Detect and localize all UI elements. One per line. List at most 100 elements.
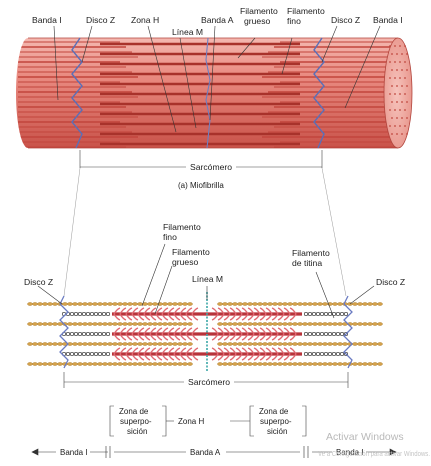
end-dot [404, 77, 406, 79]
titin-coil [336, 312, 339, 315]
label-filamento-fino-2: fino [287, 16, 301, 26]
actin-bead [307, 322, 312, 325]
actin-bead [302, 362, 307, 365]
actin-bead [357, 342, 362, 345]
actin-bead [302, 302, 307, 305]
actin-bead [317, 302, 322, 305]
actin-bead [312, 362, 317, 365]
end-dot [389, 45, 391, 47]
actin-bead [52, 342, 57, 345]
titin-coil [86, 312, 89, 315]
actin-bead [297, 302, 302, 305]
actin-bead [132, 302, 137, 305]
titin-coil [324, 352, 327, 355]
actin-bead [372, 342, 377, 345]
actin-bead [122, 322, 127, 325]
end-dot [401, 85, 403, 87]
actin-bead [222, 302, 227, 305]
actin-bead [37, 322, 42, 325]
actin-bead [252, 302, 257, 305]
actin-bead [102, 322, 107, 325]
titin-coil [90, 312, 93, 315]
actin-bead [372, 362, 377, 365]
actin-bead [367, 342, 372, 345]
actin-bead [87, 322, 92, 325]
actin-bead [322, 342, 327, 345]
actin-bead [47, 342, 52, 345]
actin-bead [222, 362, 227, 365]
actin-bead [117, 322, 122, 325]
label-filamento-fino-1: Filamento [287, 6, 325, 16]
actin-bead [292, 322, 297, 325]
actin-bead [97, 302, 102, 305]
actin-bead [177, 322, 182, 325]
actin-bead [27, 342, 32, 345]
actin-bead [277, 322, 282, 325]
titin-coil [74, 352, 77, 355]
label-sarcomero-bottom: Sarcómero [188, 377, 230, 387]
end-dot [394, 109, 396, 111]
actin-bead [117, 302, 122, 305]
actin-bead [277, 362, 282, 365]
titin-coil [66, 332, 69, 335]
actin-bead [32, 322, 37, 325]
actin-bead [87, 302, 92, 305]
actin-bead [112, 302, 117, 305]
titin-coil [328, 352, 331, 355]
end-dot [406, 69, 408, 71]
actin-bead [342, 342, 347, 345]
actin-bead [112, 362, 117, 365]
actin-bead [52, 302, 57, 305]
actin-bead [47, 322, 52, 325]
titin-coil [74, 312, 77, 315]
actin-bead [317, 322, 322, 325]
end-dot [391, 85, 393, 87]
label-linea-m-top: Línea M [172, 27, 203, 37]
actin-bead [377, 322, 382, 325]
actin-bead [312, 342, 317, 345]
actin-bead [152, 322, 157, 325]
actin-bead [262, 342, 267, 345]
end-dot [399, 61, 401, 63]
actin-bead [122, 342, 127, 345]
end-dot [396, 101, 398, 103]
actin-bead [87, 362, 92, 365]
actin-bead [147, 342, 152, 345]
actin-bead [322, 362, 327, 365]
actin-bead [187, 302, 192, 305]
titin-coil [102, 312, 105, 315]
actin-bead [272, 302, 277, 305]
titin-coil [328, 332, 331, 335]
actin-bead [167, 302, 172, 305]
actin-bead [92, 342, 97, 345]
titin-coil [316, 352, 319, 355]
end-dot [396, 69, 398, 71]
actin-bead [267, 342, 272, 345]
actin-bead [237, 302, 242, 305]
titin-coil [336, 352, 339, 355]
titin-coil [316, 312, 319, 315]
actin-bead [307, 302, 312, 305]
actin-bead [57, 342, 62, 345]
actin-bead [107, 302, 112, 305]
actin-bead [242, 322, 247, 325]
actin-bead [237, 362, 242, 365]
titin-coil [312, 312, 315, 315]
actin-bead [237, 342, 242, 345]
actin-bead [262, 362, 267, 365]
label-filamento-titina-1: Filamento [292, 248, 330, 258]
actin-bead [272, 362, 277, 365]
actin-bead [277, 302, 282, 305]
z-disc-left-zigzag [60, 296, 68, 368]
actin-bead [177, 302, 182, 305]
titin-coil [94, 352, 97, 355]
actin-bead [217, 342, 222, 345]
end-dot [399, 109, 401, 111]
titin-coil [86, 332, 89, 335]
actin-bead [97, 362, 102, 365]
actin-bead [342, 362, 347, 365]
actin-bead [152, 302, 157, 305]
end-dot [391, 133, 393, 135]
titin-coil [78, 332, 81, 335]
